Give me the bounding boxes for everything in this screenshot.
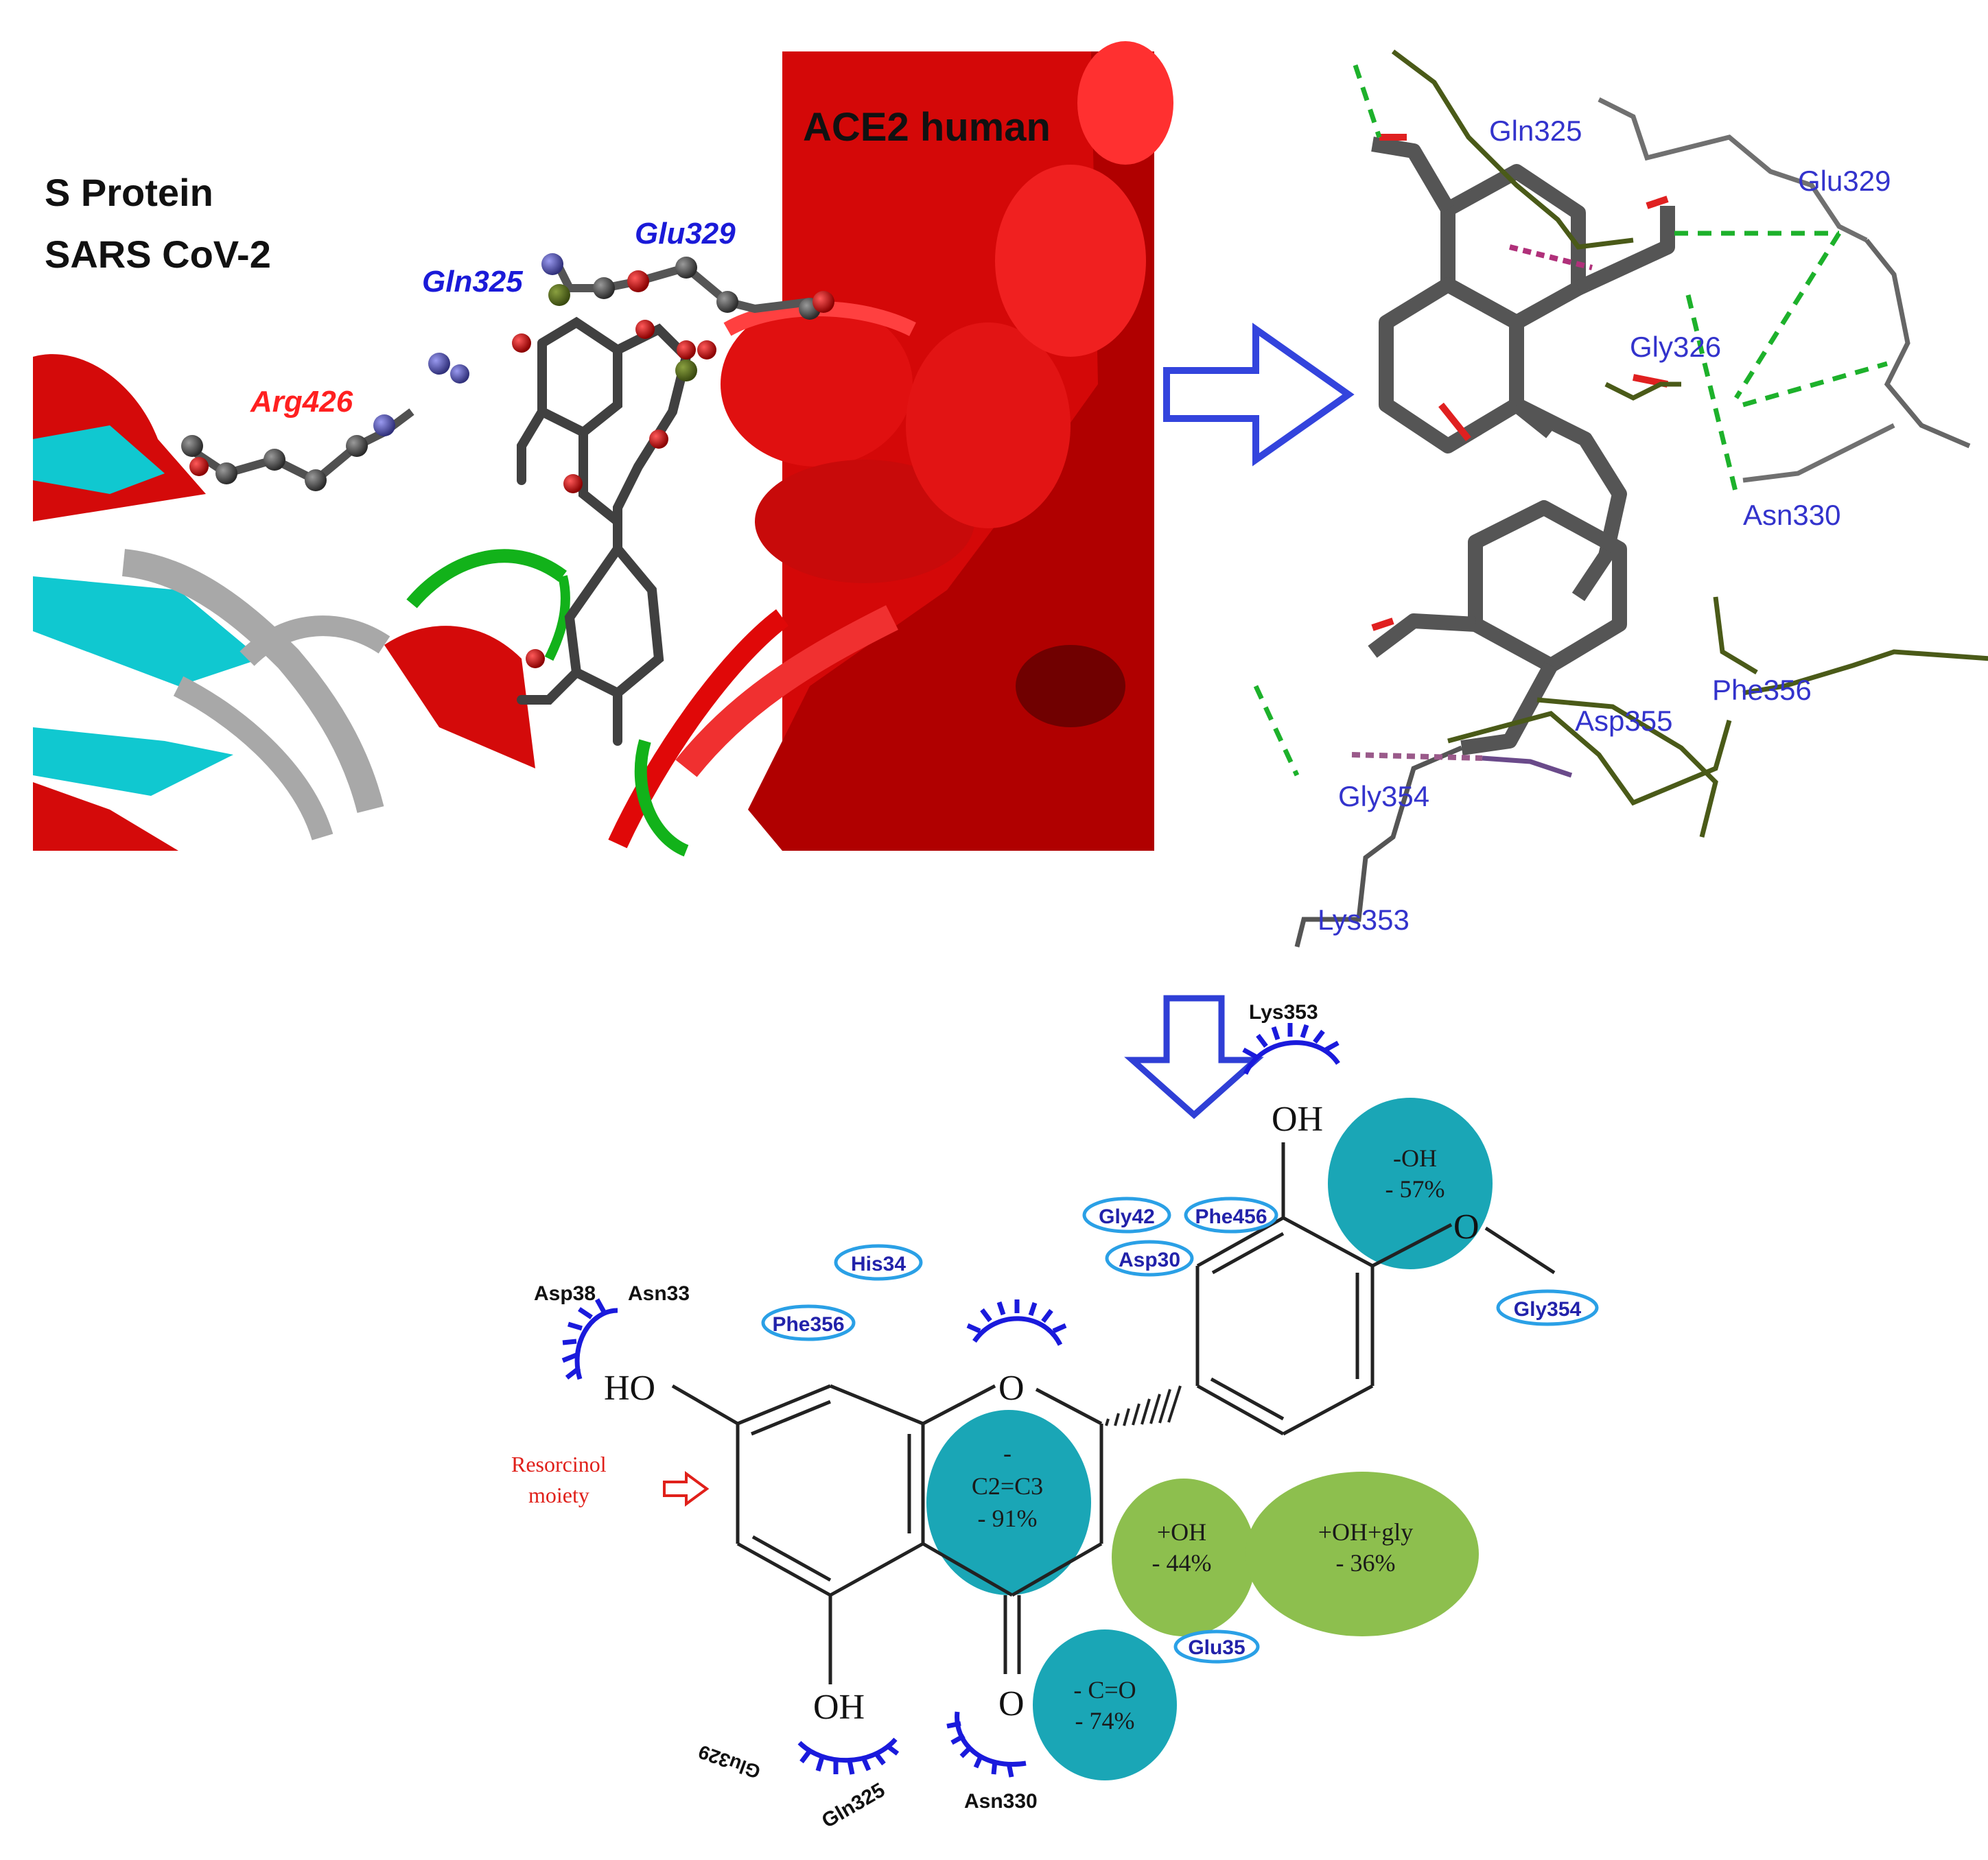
label-glu329-rotated: Glu329 [696,1741,763,1782]
green-circle-oh: +OH - 44% [1112,1479,1256,1636]
atom-oh-bottom: OH [813,1688,865,1727]
ace2-title: ACE2 human [803,105,1051,150]
arrow-resorcinol-icon [663,1471,710,1507]
hydrophobic-arc-asn330 [946,1711,1027,1778]
circle-oh-line1: -OH [1393,1144,1437,1172]
label-gln325-rotated: Gln325 [818,1778,889,1833]
panel-contacts: Gln325 Glu329 Gly326 Asn330 Phe356 Asp35… [1253,49,1988,947]
circle-c2c3-line3: - 91% [978,1505,1038,1532]
residue-label-gln325: Gln325 [422,265,523,298]
circle-ohgly-line2: - 36% [1336,1549,1396,1577]
circle-ohgly-line1: +OH+gly [1318,1518,1414,1546]
circle-co-line1: - C=O [1073,1676,1136,1704]
atom-o-carbonyl: O [998,1684,1025,1723]
label-lys353: Lys353 [1249,1001,1318,1024]
contact-label-phe356: Phe356 [1712,674,1812,706]
hydrogen-bonds [1253,64,1888,777]
circle-co-line2: - 74% [1075,1707,1135,1734]
gln325-glu329-sidechains [541,253,834,381]
pill-his34-label: His34 [851,1253,906,1275]
contact-label-gln325: Gln325 [1489,115,1582,147]
atom-o-methoxy: O [1453,1208,1480,1247]
label-asn33: Asn33 [628,1282,690,1305]
atom-o-ring: O [998,1369,1025,1408]
molecule-skeleton [671,1142,1556,1684]
hydrophobic-arc-center [966,1299,1067,1346]
pi-interaction-2 [1351,752,1483,761]
arg426-sidechain [181,353,469,491]
ace2-ribbon [608,41,1173,857]
hashed-wedge [1105,1385,1182,1426]
pill-phe356-label: Phe356 [772,1313,844,1336]
spike-ribbon [33,354,570,851]
circle-c2c3-line1: - [1003,1439,1011,1467]
spike-title-line2: SARS CoV-2 [45,233,271,276]
circle-oh-line2: - 57% [1385,1175,1445,1203]
arrow-down-icon [1124,995,1264,1120]
pill-phe356: Phe356 [761,1304,856,1341]
pill-phe456-label: Phe456 [1195,1205,1267,1228]
ligand-atoms [512,320,696,668]
pill-phe456: Phe456 [1184,1197,1278,1234]
panel-3d-complex: S Protein SARS CoV-2 ACE2 human Arg426 G… [33,41,1173,857]
teal-circle-co: - C=O - 74% [1033,1629,1177,1780]
residue-sticks [1294,49,1988,947]
contact-label-glu329: Glu329 [1798,165,1891,197]
ligand-stick-model [1368,137,1675,755]
atom-ho-left: HO [604,1369,655,1408]
spike-title-line1: S Protein [45,171,213,214]
annotation-moiety: moiety [528,1483,589,1507]
circle-ohplus-line1: +OH [1157,1518,1206,1546]
hydrophobic-arc-lys353 [1242,1023,1340,1075]
label-asn330: Asn330 [964,1790,1038,1813]
pill-gly42-label: Gly42 [1099,1205,1155,1228]
hydrophobic-arc-asp38 [561,1298,618,1380]
contact-label-asp355: Asp355 [1575,705,1672,737]
contact-label-asn330: Asn330 [1743,499,1840,531]
label-asp38: Asp38 [534,1282,596,1305]
residue-label-arg426: Arg426 [250,385,353,419]
green-circle-ohgly: +OH+gly - 36% [1246,1472,1479,1636]
residue-label-glu329: Glu329 [635,217,736,250]
ligand-ball-stick [517,316,692,746]
hydrophobic-arc-gln325 [797,1737,900,1775]
pill-asp30: Asp30 [1105,1240,1194,1277]
pill-his34: His34 [834,1244,923,1281]
circle-ohplus-line2: - 44% [1152,1549,1212,1577]
teal-circle-c2c3: - C2=C3 - 91% [926,1410,1091,1595]
circle-c2c3-line2: C2=C3 [972,1472,1043,1500]
pill-asp30-label: Asp30 [1119,1249,1180,1271]
annotation-resorcinol: Resorcinol [511,1452,607,1476]
arrow-right-icon [1163,322,1355,467]
contact-label-lys353: Lys353 [1318,904,1410,936]
pill-gly354: Gly354 [1496,1289,1599,1326]
pill-glu35: Glu35 [1173,1629,1260,1664]
pill-glu35-label: Glu35 [1188,1636,1245,1659]
panel-2d-diagram: -OH - 57% - C2=C3 - 91% +OH - 44% +OH+gl… [511,1001,1599,1833]
contact-label-gly354: Gly354 [1338,780,1429,812]
contact-label-gly326: Gly326 [1630,331,1721,363]
pi-interaction [1509,244,1593,270]
atom-oh-top: OH [1272,1100,1323,1139]
pill-gly42: Gly42 [1082,1197,1171,1234]
pill-gly354-label: Gly354 [1514,1298,1582,1321]
